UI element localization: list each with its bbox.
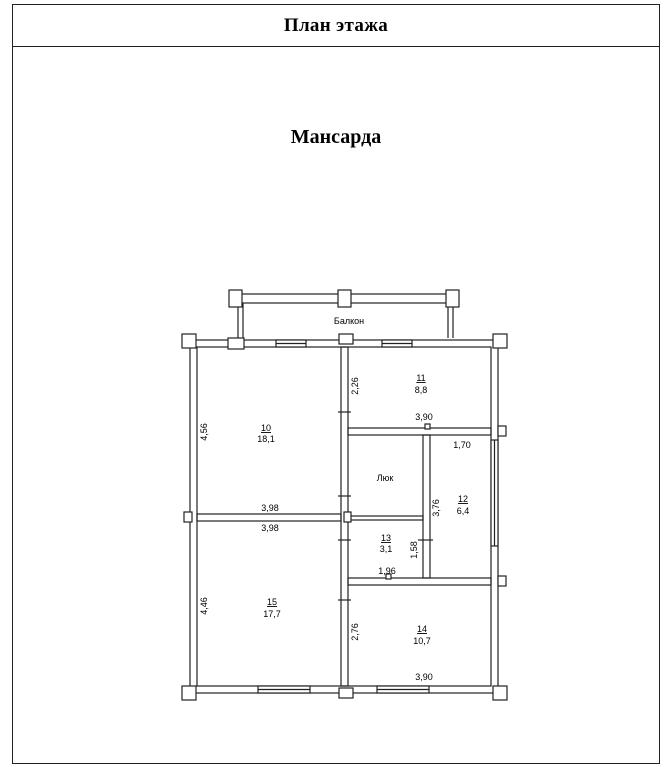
dim-room11-width: 3,90: [415, 412, 433, 422]
room-13: 13 3,1: [380, 533, 393, 554]
room-12: 12 6,4: [457, 494, 470, 516]
room-number: 13: [381, 533, 391, 543]
windows: [227, 337, 499, 694]
room-area: 6,4: [457, 506, 470, 516]
room-number: 12: [458, 494, 468, 504]
dim-mid-wall-above: 3,98: [261, 503, 279, 513]
room-area: 10,7: [413, 636, 431, 646]
dim-mid-wall-below: 3,98: [261, 523, 279, 533]
dim-room13-height: 1,58: [409, 541, 419, 559]
hatch-label: Люк: [377, 473, 394, 483]
page-title: План этажа: [13, 5, 659, 47]
dim-room14-width: 3,90: [415, 672, 433, 682]
dim-room13-width: 1,96: [378, 566, 396, 576]
dim-room12-width: 1,70: [453, 440, 471, 450]
floor-name: Мансарда: [290, 126, 382, 148]
room-area: 3,1: [380, 544, 393, 554]
room-11: 11 8,8: [415, 373, 428, 395]
plan-frame: План этажа: [12, 4, 660, 764]
dim-room12-height: 3,76: [431, 499, 441, 517]
room-number: 15: [267, 597, 277, 607]
balcony-rail: [228, 289, 460, 338]
interior-walls: [196, 346, 492, 687]
room-14: 14 10,7: [413, 624, 431, 646]
room-area: 8,8: [415, 385, 428, 395]
room-area: 17,7: [263, 609, 281, 619]
dim-corridor-top: 2,26: [350, 377, 360, 395]
dim-corridor-bottom: 2,76: [350, 623, 360, 641]
room-number: 14: [417, 624, 427, 634]
dim-left-top: 4,56: [199, 423, 209, 441]
balcony-label: Балкон: [334, 316, 364, 326]
room-area: 18,1: [257, 434, 275, 444]
room-10: 10 18,1: [257, 423, 275, 444]
room-number: 10: [261, 423, 271, 433]
room-15: 15 17,7: [263, 597, 281, 619]
dim-left-bottom: 4,46: [199, 597, 209, 615]
room-number: 11: [416, 373, 425, 383]
